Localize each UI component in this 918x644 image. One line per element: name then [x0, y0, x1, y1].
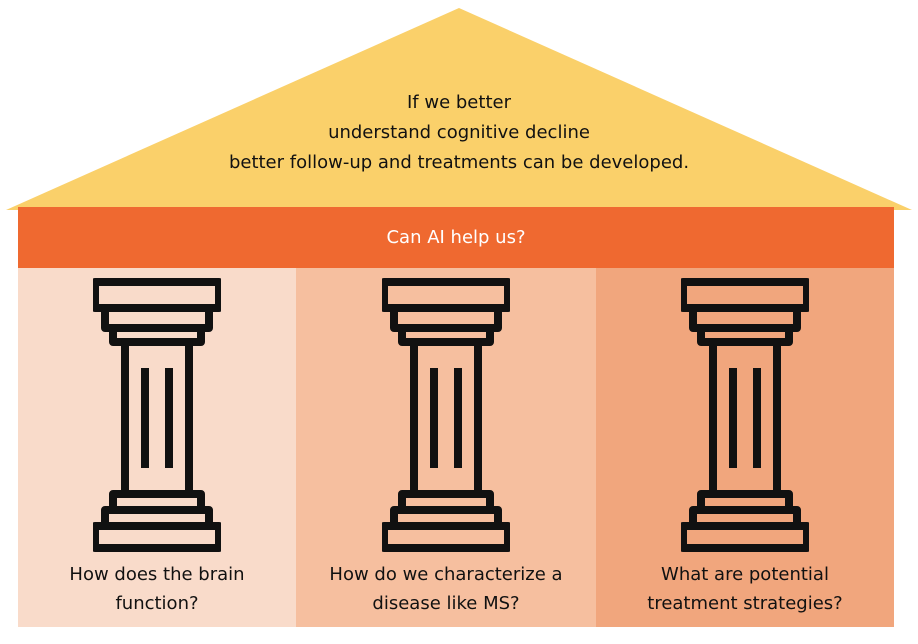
caption-line: function?: [115, 593, 199, 614]
column-panel-1: How does the brain function?: [18, 268, 296, 627]
pillar-icon: [382, 278, 510, 552]
column-caption-3: What are potential treatment strategies?: [596, 560, 894, 618]
beam-label: Can AI help us?: [386, 227, 526, 248]
roof-line-2: understand cognitive decline: [328, 122, 590, 143]
caption-line: disease like MS?: [372, 593, 520, 614]
column-panel-3: What are potential treatment strategies?: [596, 268, 894, 627]
caption-line: How do we characterize a: [329, 564, 563, 585]
caption-line: How does the brain: [69, 564, 245, 585]
beam: Can AI help us?: [18, 207, 894, 268]
caption-line: treatment strategies?: [647, 593, 843, 614]
column-panel-2: How do we characterize a disease like MS…: [296, 268, 596, 627]
column-caption-1: How does the brain function?: [18, 560, 296, 618]
roof-triangle: [6, 8, 912, 210]
caption-line: What are potential: [661, 564, 829, 585]
roof-line-3: better follow-up and treatments can be d…: [228, 152, 690, 173]
roof-line-1: If we better: [407, 92, 511, 113]
column-caption-2: How do we characterize a disease like MS…: [296, 560, 596, 618]
pillar-icon: [681, 278, 809, 552]
roof: [6, 8, 912, 210]
pillar-icon: [93, 278, 221, 552]
